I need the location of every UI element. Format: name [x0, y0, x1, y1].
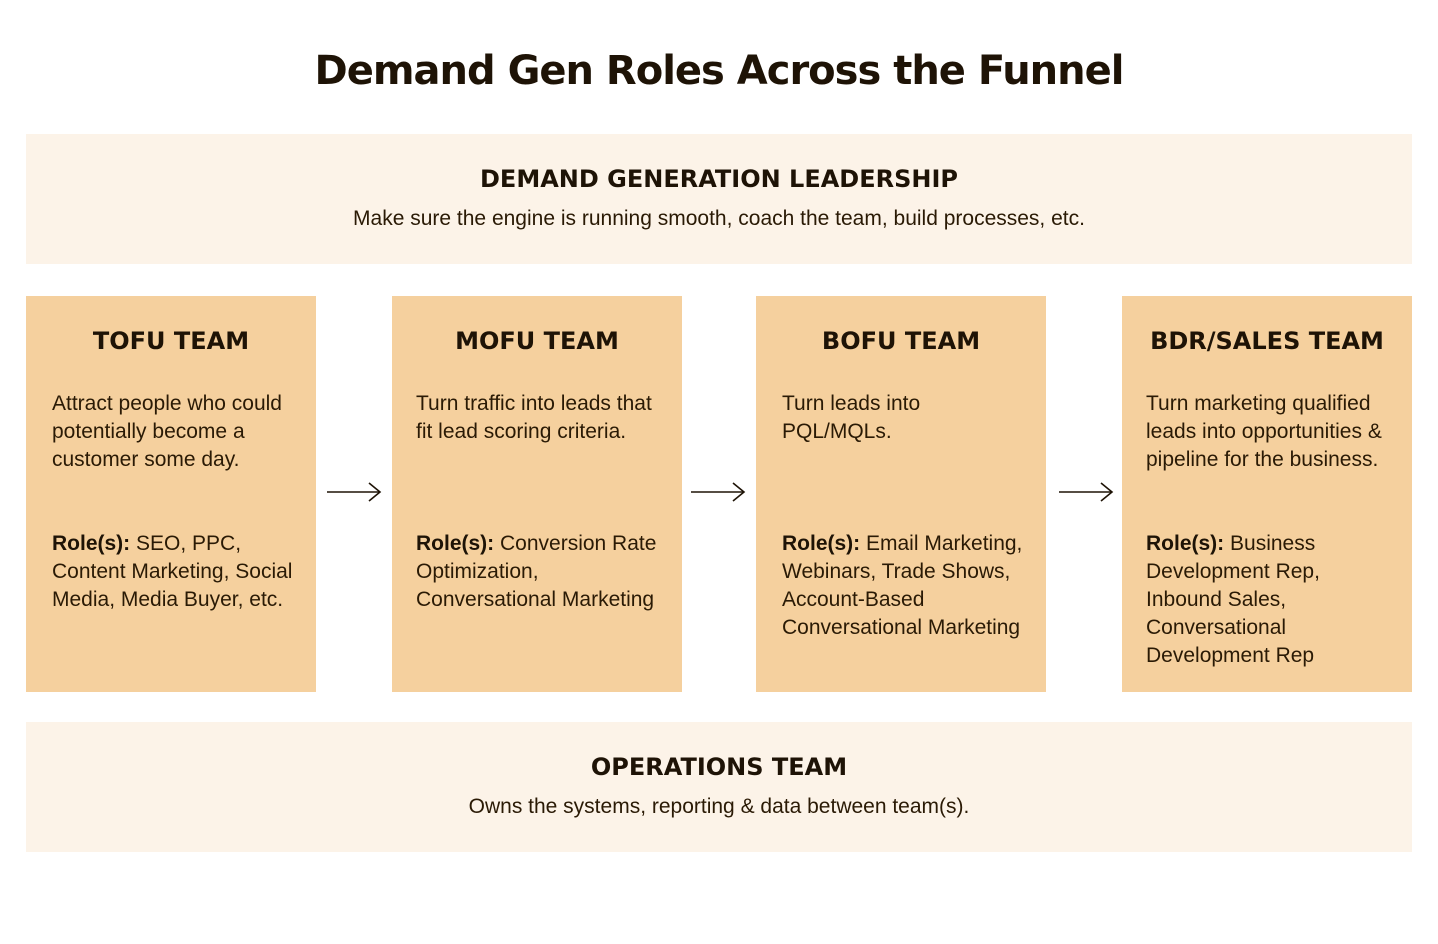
roles-list: Conversion Rate Optimization, Conversati… — [416, 532, 657, 611]
team-card-mofu: MOFU TEAM Turn traffic into leads that f… — [392, 296, 682, 692]
team-card-bofu: BOFU TEAM Turn leads into PQL/MQLs. Role… — [756, 296, 1046, 692]
operations-band: OPERATIONS TEAM Owns the systems, report… — [26, 722, 1412, 852]
team-card-tofu: TOFU TEAM Attract people who could poten… — [26, 296, 316, 692]
roles-list: Business Development Rep, Inbound Sales,… — [1146, 532, 1320, 667]
diagram-title: Demand Gen Roles Across the Funnel — [314, 48, 1125, 94]
operations-description: Owns the systems, reporting & data betwe… — [468, 795, 970, 818]
roles-label: Role(s): — [782, 532, 861, 555]
leadership-title: DEMAND GENERATION LEADERSHIP — [480, 165, 958, 193]
team-description: Turn leads into PQL/MQLs. — [782, 392, 921, 443]
right-arrow-icon — [691, 482, 746, 502]
team-roles: Role(s): SEO, PPC, Content Marketing, So… — [52, 530, 298, 614]
team-card-bdr-sales: BDR/SALES TEAM Turn marketing qualified … — [1122, 296, 1412, 692]
team-title: TOFU TEAM — [92, 327, 250, 355]
team-title: MOFU TEAM — [455, 327, 619, 355]
team-description: Attract people who could potentially bec… — [52, 392, 282, 471]
leadership-band: DEMAND GENERATION LEADERSHIP Make sure t… — [26, 134, 1412, 264]
team-roles: Role(s): Email Marketing, Webinars, Trad… — [782, 530, 1028, 642]
team-description: Turn traffic into leads that fit lead sc… — [416, 392, 652, 443]
roles-label: Role(s): — [1146, 532, 1225, 555]
team-description: Turn marketing qualified leads into oppo… — [1146, 392, 1382, 471]
leadership-description: Make sure the engine is running smooth, … — [353, 207, 1085, 230]
roles-list: Email Marketing, Webinars, Trade Shows, … — [782, 532, 1023, 639]
roles-label: Role(s): — [52, 532, 131, 555]
operations-title: OPERATIONS TEAM — [590, 753, 848, 781]
team-roles: Role(s): Conversion Rate Optimization, C… — [416, 530, 664, 614]
right-arrow-icon — [327, 482, 382, 502]
team-title: BDR/SALES TEAM — [1150, 327, 1384, 355]
right-arrow-icon — [1059, 482, 1114, 502]
team-title: BOFU TEAM — [821, 327, 981, 355]
roles-list: SEO, PPC, Content Marketing, Social Medi… — [52, 532, 293, 611]
roles-label: Role(s): — [416, 532, 495, 555]
team-roles: Role(s): Business Development Rep, Inbou… — [1146, 530, 1394, 670]
